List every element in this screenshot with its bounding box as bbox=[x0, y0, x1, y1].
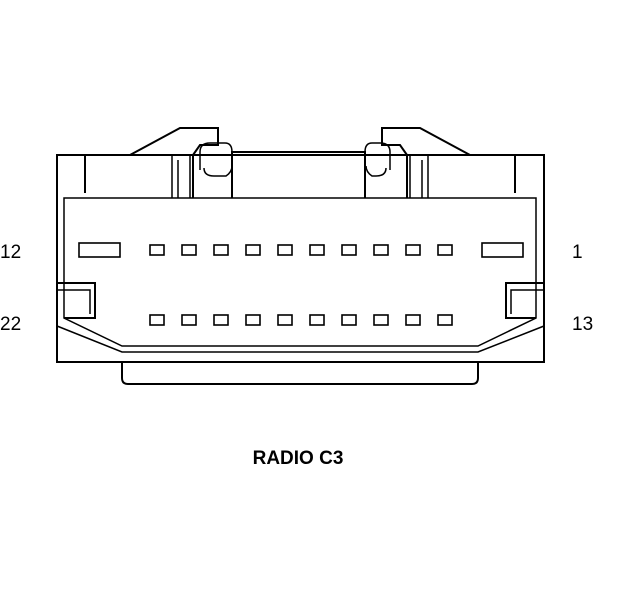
left-latch bbox=[84, 127, 219, 198]
cavity-pin-9 bbox=[213, 244, 229, 256]
pin-label-bottom-left: 22 bbox=[0, 314, 21, 335]
bottom-foot bbox=[121, 362, 479, 385]
connector-title: RADIO C3 bbox=[253, 448, 344, 469]
cavity-pin-11 bbox=[149, 244, 165, 256]
connector-body bbox=[56, 127, 545, 385]
center-key-notch bbox=[199, 142, 391, 177]
right-latch bbox=[381, 127, 516, 198]
housing-inner-face bbox=[63, 197, 537, 347]
cavity-pin-1 bbox=[481, 242, 524, 258]
cavity-pin-12 bbox=[78, 242, 121, 258]
cavity-pin-21 bbox=[181, 314, 197, 326]
right-lock-tab-detail bbox=[510, 289, 544, 314]
cavity-pin-10 bbox=[181, 244, 197, 256]
cavity-pin-18 bbox=[277, 314, 293, 326]
pin-label-top-left: 12 bbox=[0, 242, 21, 263]
cavity-pin-16 bbox=[341, 314, 357, 326]
cavity-pin-4 bbox=[373, 244, 389, 256]
cavity-pin-14 bbox=[405, 314, 421, 326]
cavity-pin-7 bbox=[277, 244, 293, 256]
cavity-pin-20 bbox=[213, 314, 229, 326]
cavity-pin-8 bbox=[245, 244, 261, 256]
cavity-pin-22 bbox=[149, 314, 165, 326]
right-latch-detail bbox=[409, 154, 429, 198]
bottom-row-cavities bbox=[149, 314, 453, 326]
center-key bbox=[231, 151, 366, 198]
housing-outline bbox=[56, 154, 545, 363]
right-lock-tab bbox=[505, 282, 544, 319]
cavity-pin-6 bbox=[309, 244, 325, 256]
left-lock-tab bbox=[57, 282, 96, 319]
cavity-pin-5 bbox=[341, 244, 357, 256]
top-row-cavities bbox=[78, 242, 524, 258]
cavity-pin-19 bbox=[245, 314, 261, 326]
cavity-pin-15 bbox=[373, 314, 389, 326]
cavity-pin-13 bbox=[437, 314, 453, 326]
pin-label-bottom-right: 13 bbox=[572, 314, 593, 335]
pin-label-top-right: 1 bbox=[572, 242, 583, 263]
left-lock-tab-detail bbox=[57, 289, 91, 314]
bottom-lip bbox=[56, 325, 545, 353]
cavity-pin-3 bbox=[405, 244, 421, 256]
cavity-pin-2 bbox=[437, 244, 453, 256]
left-latch-detail bbox=[171, 154, 191, 198]
cavity-pin-17 bbox=[309, 314, 325, 326]
